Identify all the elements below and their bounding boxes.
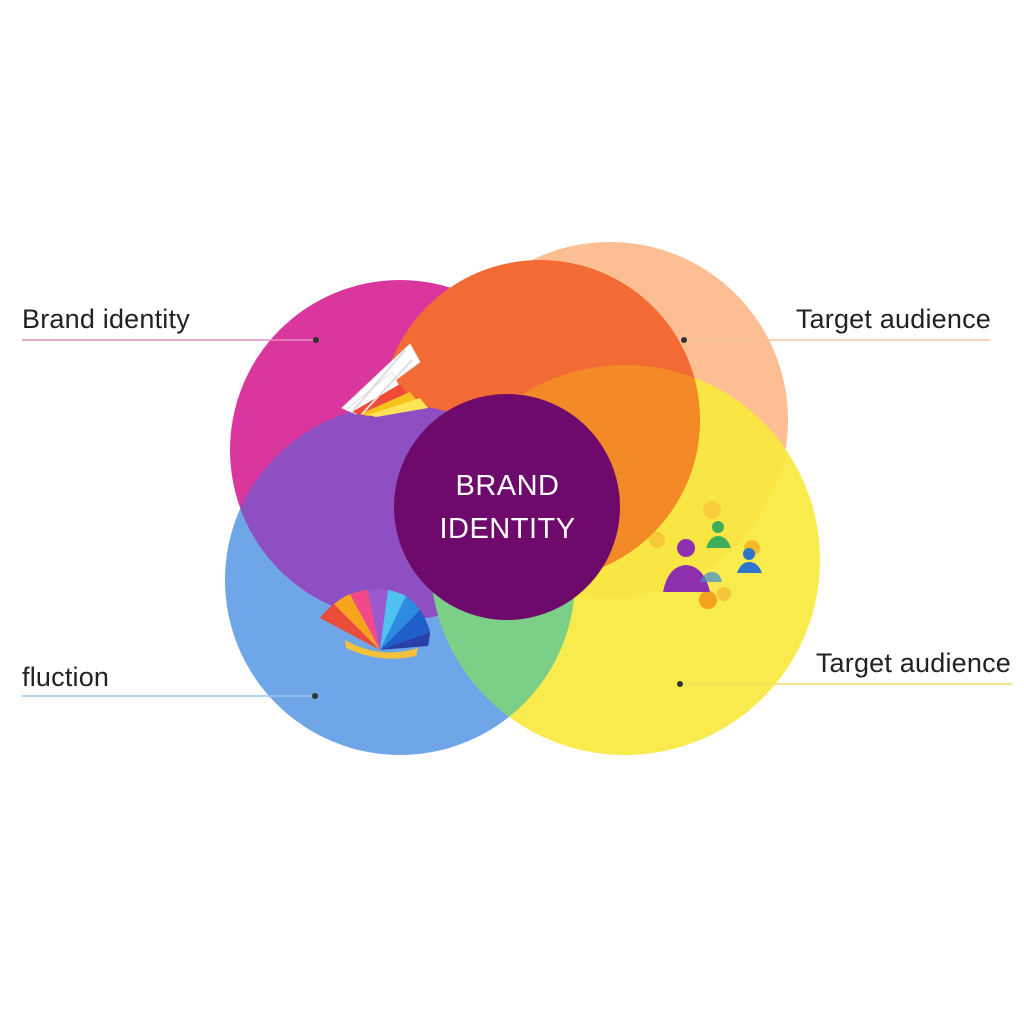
callout-dot-brand-identity [313, 337, 319, 343]
label-brand-identity: Brand identity [22, 304, 190, 334]
center-title-line-2: IDENTITY [439, 513, 576, 545]
center-title-line-1: BRAND [455, 470, 560, 502]
color-swatch-fan-icon [341, 343, 428, 417]
callout-dot-function [312, 693, 318, 699]
label-function: fluction [22, 662, 110, 692]
color-palette-fan-icon [320, 589, 430, 659]
people-group-icon [649, 501, 762, 609]
center-circle [394, 394, 620, 620]
label-target-audience-top: Target audience [795, 304, 991, 334]
callout-dot-target-audience-bottom [677, 681, 683, 687]
callout-dot-target-audience-top [681, 337, 687, 343]
label-target-audience-bottom: Target audience [815, 648, 1011, 678]
